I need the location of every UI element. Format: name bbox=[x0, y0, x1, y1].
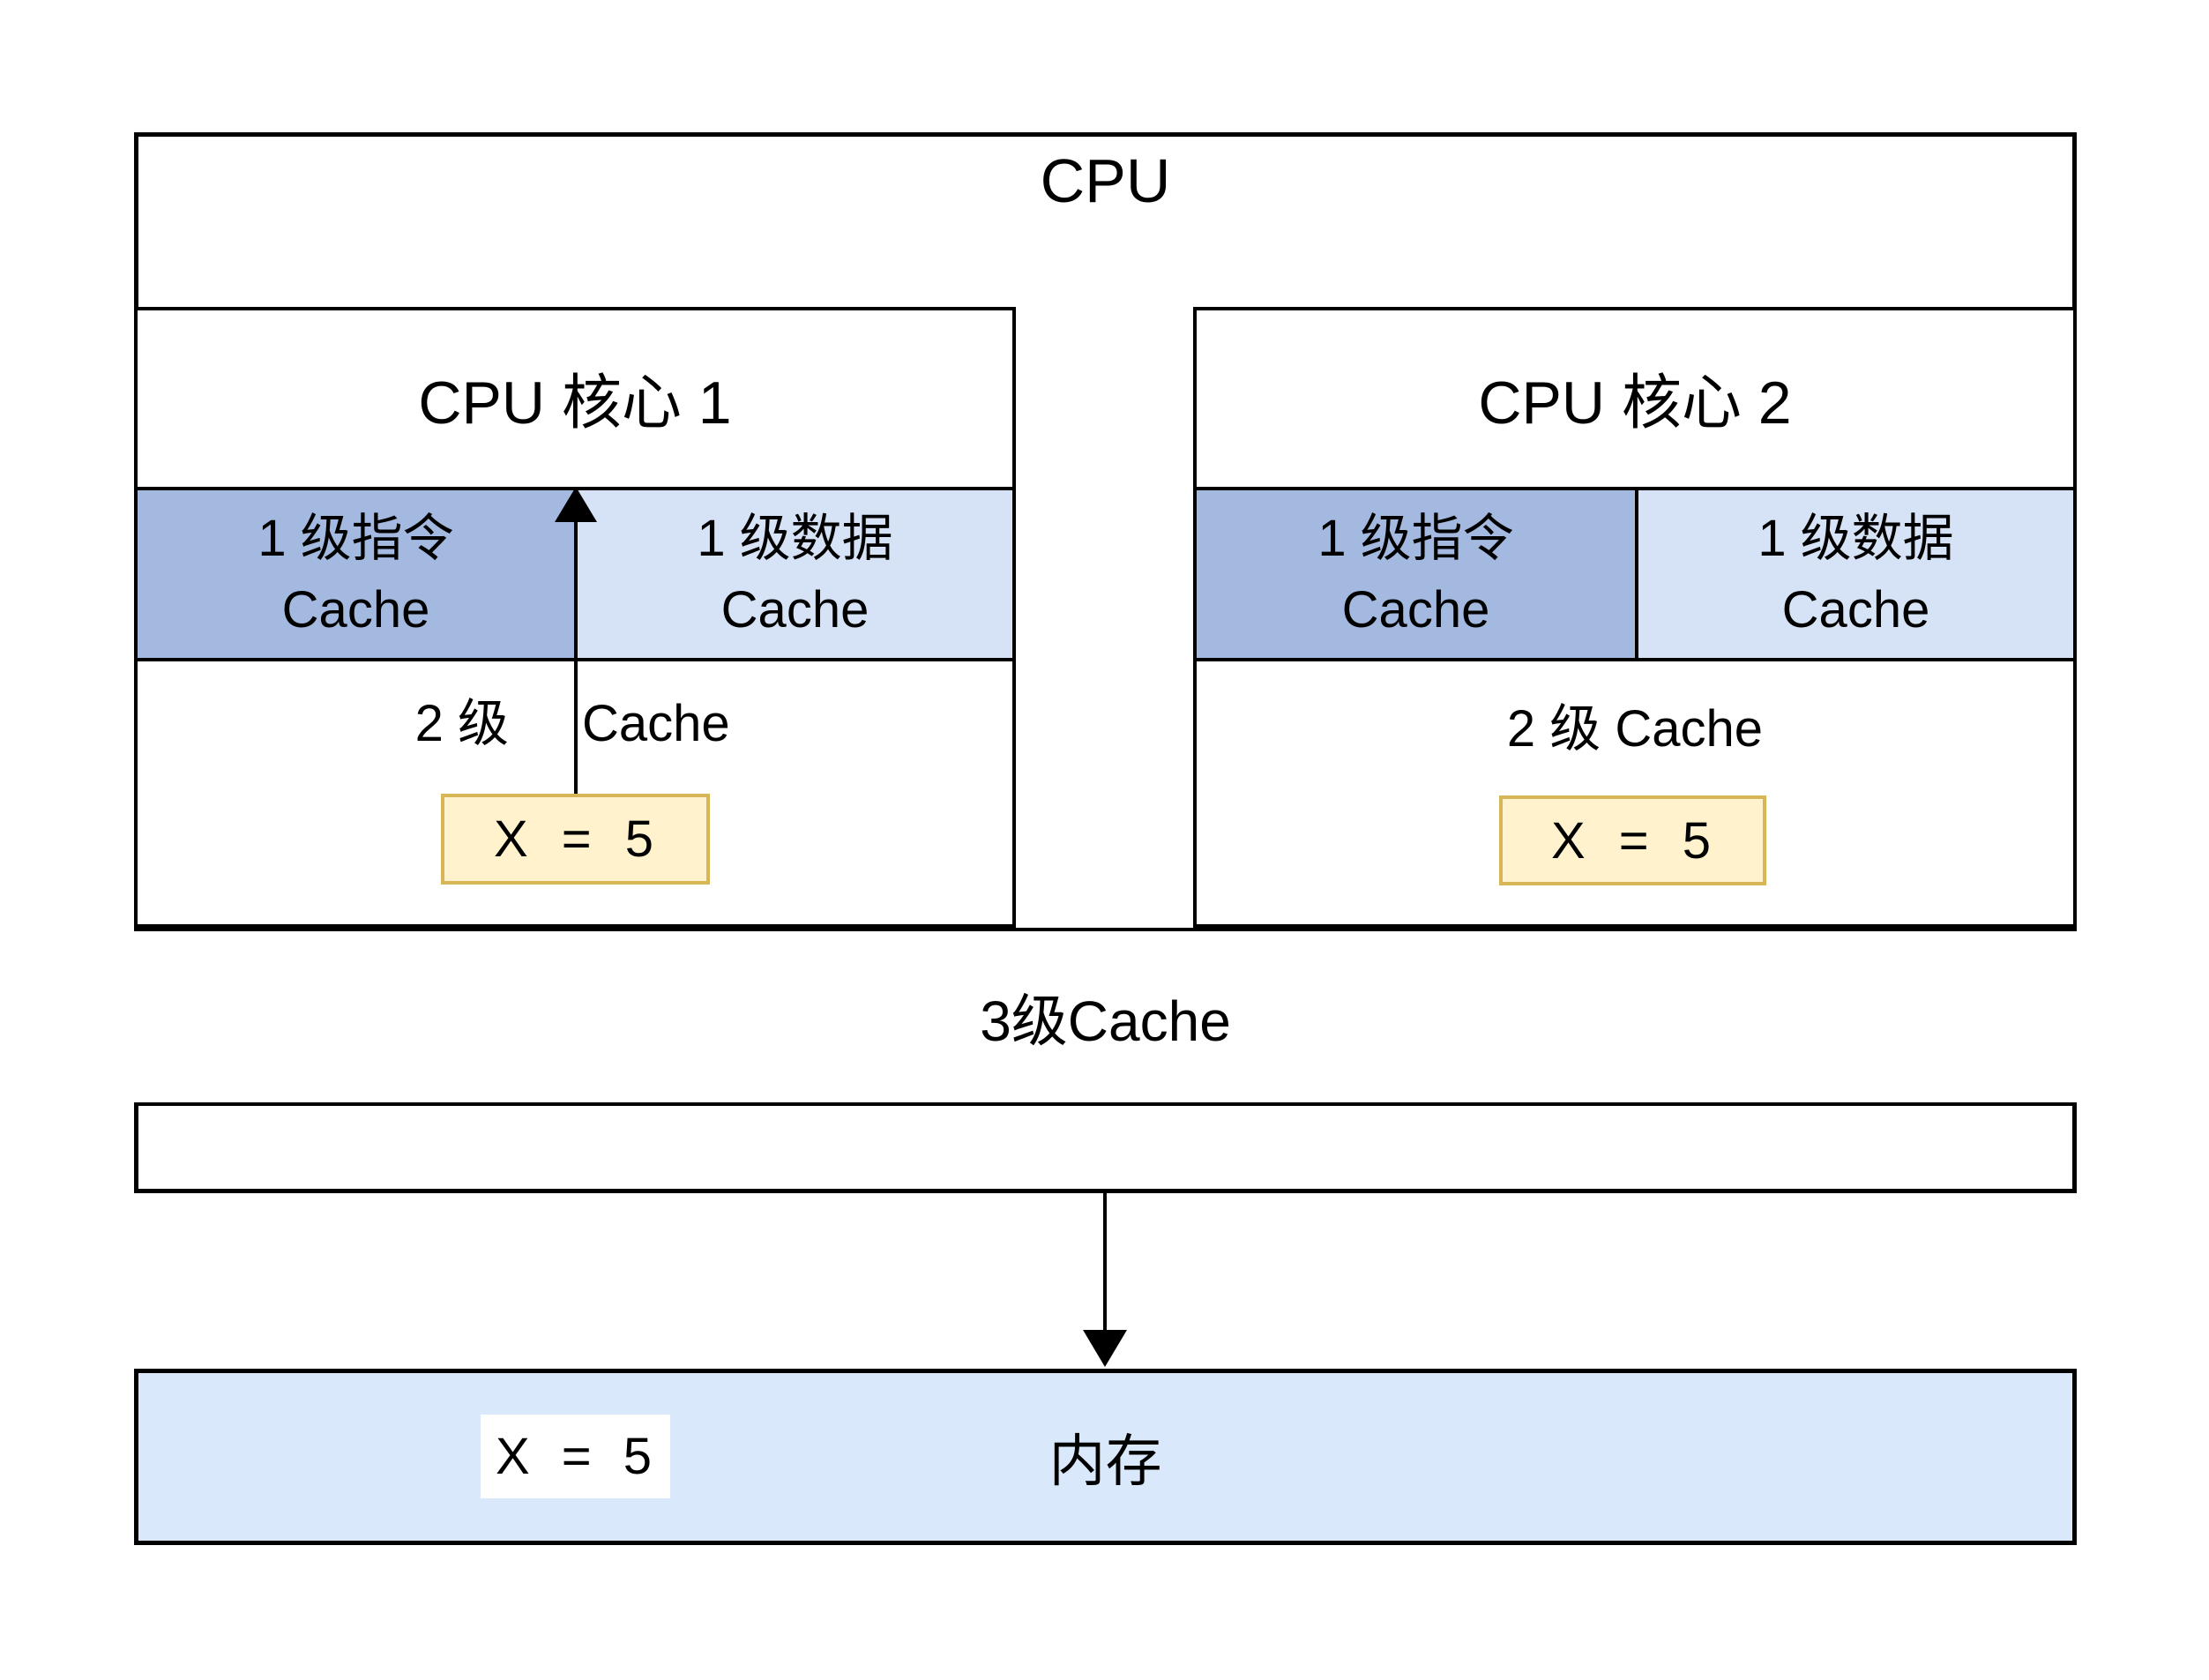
core1-l2-label-suffix: Cache bbox=[582, 695, 730, 752]
memory-x-value-box: X = 5 bbox=[481, 1415, 670, 1498]
arrow-up-head-icon bbox=[555, 487, 597, 522]
memory-box: 内存 bbox=[134, 1369, 2077, 1545]
core1-l2-label-prefix: 2 级 bbox=[414, 695, 509, 752]
core1-l1-instruction-cache-cell: 1 级指令 Cache bbox=[134, 487, 578, 661]
cpu-package-title: CPU bbox=[1040, 146, 1171, 215]
core1-title: CPU 核心 1 bbox=[418, 369, 732, 437]
core2-title: CPU 核心 2 bbox=[1478, 369, 1792, 437]
core1-l2-cache-label: 2 级 Cache bbox=[134, 667, 1016, 781]
core2-l2-x-value-box: X = 5 bbox=[1499, 795, 1766, 885]
core1-l2-x-value-box: X = 5 bbox=[441, 794, 710, 885]
arrow-line bbox=[574, 519, 578, 794]
core1-l1-data-cache-cell: 1 级数据 Cache bbox=[574, 487, 1016, 661]
arrow-down-head-icon bbox=[1083, 1330, 1127, 1367]
arrow-line bbox=[1103, 1193, 1107, 1333]
l3-cache-row: 3级Cache bbox=[134, 928, 2077, 1106]
core2-l1-instruction-cache-cell: 1 级指令 Cache bbox=[1193, 487, 1638, 661]
core2-l2-cache-label: 2 级 Cache bbox=[1506, 700, 1764, 758]
core2-l1-data-cache-cell: 1 级数据 Cache bbox=[1635, 487, 2077, 661]
